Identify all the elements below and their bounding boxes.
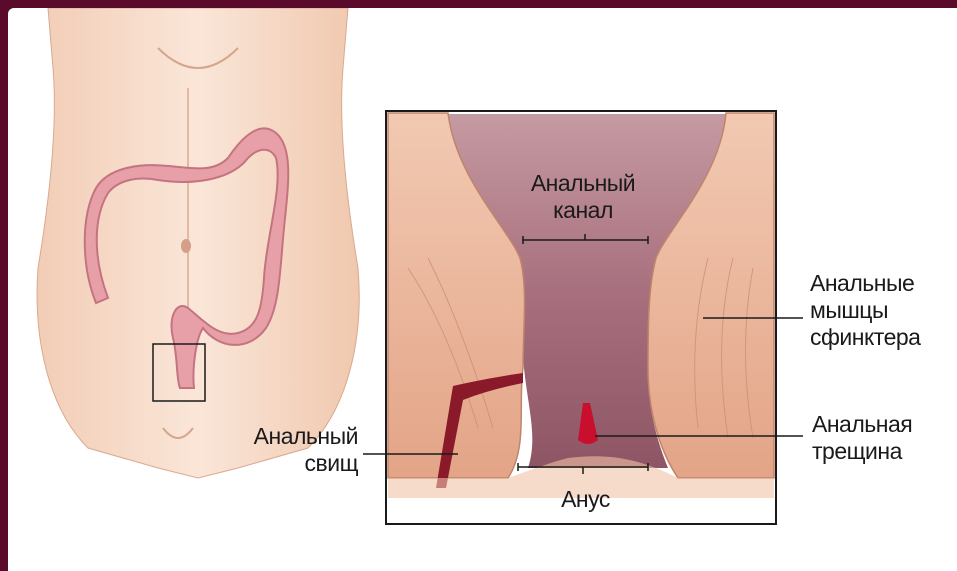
label-sphincter-line3: сфинктера [810,324,955,351]
label-anal-fissure: Анальная трещина [812,411,952,465]
label-sphincter-line2: мышцы [810,297,955,324]
label-anus: Анус [528,486,643,513]
label-anal-canal-line1: Анальный [508,170,658,197]
label-fistula-line2: свищ [218,450,358,477]
label-fistula-line1: Анальный [218,423,358,450]
label-fissure-line2: трещина [812,438,952,465]
illustration-canvas: Анальный канал Анальные мышцы сфинктера … [8,8,957,571]
label-anal-canal-line2: канал [508,197,658,224]
label-anal-canal: Анальный канал [508,170,658,224]
label-fissure-line1: Анальная [812,411,952,438]
label-sphincter-muscles: Анальные мышцы сфинктера [810,270,955,351]
label-anal-fistula: Анальный свищ [218,423,358,477]
label-sphincter-line1: Анальные [810,270,955,297]
